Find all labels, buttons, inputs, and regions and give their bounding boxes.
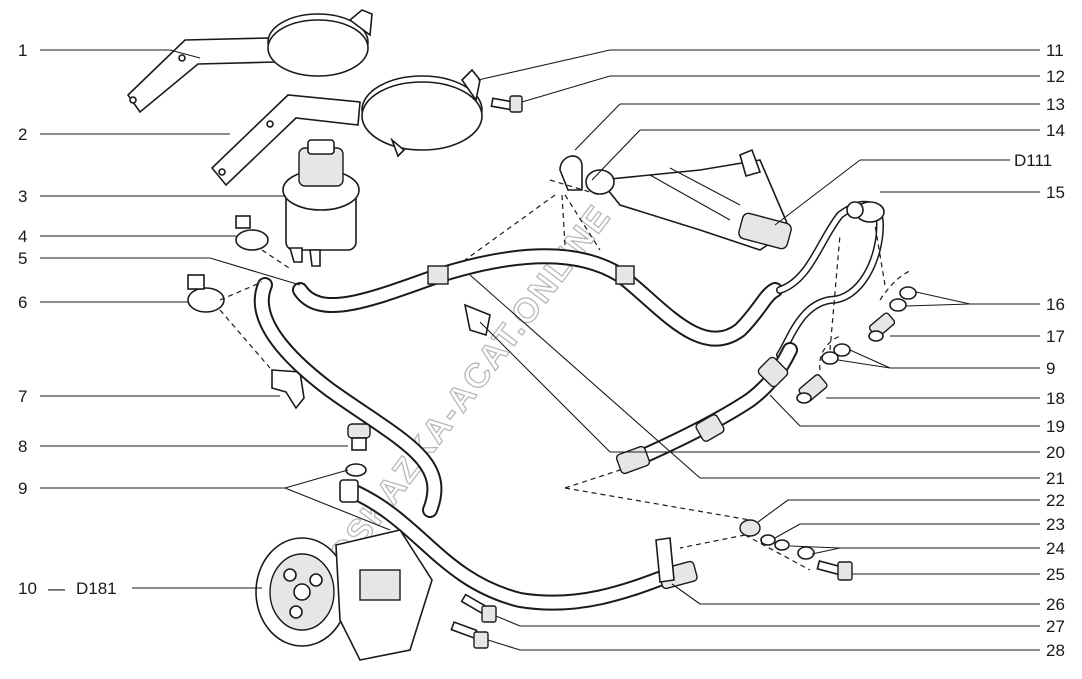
callout-16: 16 bbox=[1046, 295, 1065, 314]
bolt-25 bbox=[816, 560, 853, 581]
clip-13 bbox=[559, 155, 583, 191]
callout-3: 3 bbox=[18, 187, 27, 206]
callout-21: 21 bbox=[1046, 469, 1065, 488]
callout-14: 14 bbox=[1046, 121, 1065, 140]
washers-23-24 bbox=[760, 534, 815, 560]
callout-9-left: 9 bbox=[18, 479, 27, 498]
leader-lines bbox=[40, 49, 1040, 651]
callout-27: 27 bbox=[1046, 617, 1065, 636]
callout-12: 12 bbox=[1046, 67, 1065, 86]
callout-1: 1 bbox=[18, 41, 27, 60]
hose-holder-7 bbox=[271, 369, 305, 410]
callout-18: 18 bbox=[1046, 389, 1065, 408]
bolt-27 bbox=[460, 593, 497, 623]
upper-reservoir-bracket bbox=[126, 9, 373, 114]
sealing-washers-16 bbox=[889, 286, 917, 312]
callout-24: 24 bbox=[1046, 539, 1065, 558]
callouts-left: 1 2 3 4 5 6 7 8 9 10 — D181 bbox=[18, 41, 117, 598]
callout-10: 10 bbox=[18, 579, 37, 598]
callout-20: 20 bbox=[1046, 443, 1065, 462]
callout-23: 23 bbox=[1046, 515, 1065, 534]
nut-22 bbox=[739, 519, 761, 537]
sealing-washers-9-upper bbox=[821, 343, 851, 365]
banjo-bolt-18 bbox=[796, 374, 828, 404]
callout-28: 28 bbox=[1046, 641, 1065, 660]
callout-9-right: 9 bbox=[1046, 359, 1055, 378]
pump-pressure-hose bbox=[342, 482, 698, 611]
bolt-28 bbox=[450, 621, 489, 649]
high-pressure-hose bbox=[615, 342, 798, 475]
callout-7: 7 bbox=[18, 387, 27, 406]
steering-rack-d111 bbox=[585, 148, 792, 251]
pressure-tube bbox=[776, 200, 885, 359]
return-hose bbox=[292, 248, 783, 347]
callout-19: 19 bbox=[1046, 417, 1065, 436]
callout-11: 11 bbox=[1046, 41, 1064, 60]
banjo-bolt-17 bbox=[868, 312, 896, 342]
callout-25: 25 bbox=[1046, 565, 1065, 584]
bracket-26 bbox=[655, 537, 675, 583]
callout-8: 8 bbox=[18, 437, 27, 456]
callout-10-ref: D181 bbox=[76, 579, 117, 598]
callout-26: 26 bbox=[1046, 595, 1065, 614]
assembly-guide-lines bbox=[219, 179, 913, 571]
sealing-washer-9-lower bbox=[345, 463, 367, 477]
suction-hose bbox=[253, 277, 443, 518]
callout-d111: D111 bbox=[1014, 151, 1052, 170]
callouts-right: 11 12 13 14 D111 15 16 17 9 18 19 20 21 … bbox=[1014, 41, 1065, 660]
filler-plug-8 bbox=[347, 423, 371, 451]
callout-4: 4 bbox=[18, 227, 27, 246]
fluid-reservoir bbox=[282, 139, 360, 267]
callout-15: 15 bbox=[1046, 183, 1065, 202]
power-steering-pump-d181 bbox=[255, 479, 433, 661]
callout-2: 2 bbox=[18, 125, 27, 144]
callout-6: 6 bbox=[18, 293, 27, 312]
hose-clamp-6 bbox=[187, 274, 225, 313]
callout-5: 5 bbox=[18, 249, 27, 268]
hose-clip-4 bbox=[235, 215, 269, 251]
callout-10-dash: — bbox=[48, 579, 65, 598]
bolt-12 bbox=[490, 95, 523, 113]
bracket-20 bbox=[463, 303, 491, 337]
callout-13: 13 bbox=[1046, 95, 1065, 114]
callout-17: 17 bbox=[1046, 327, 1065, 346]
callout-22: 22 bbox=[1046, 491, 1065, 510]
lower-reservoir-bracket bbox=[210, 68, 483, 187]
